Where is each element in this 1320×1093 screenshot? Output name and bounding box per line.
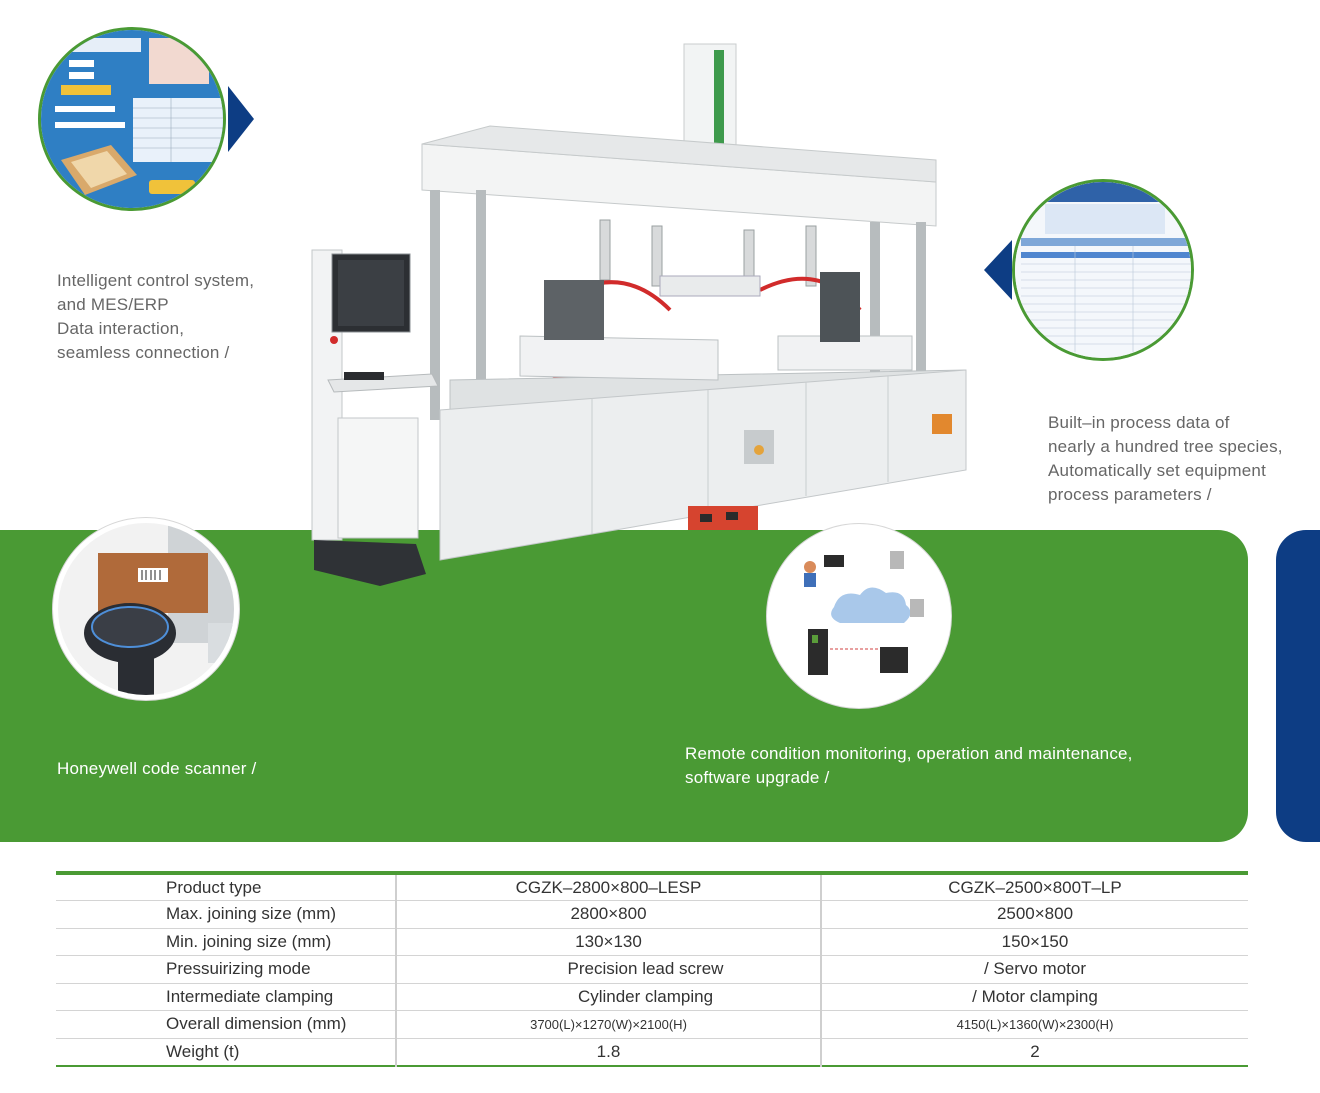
feature-line: Built–in process data of	[1048, 413, 1230, 432]
feature-line: Honeywell code scanner /	[57, 759, 257, 778]
spec-value-model-a: CGZK–2800×800–LESP	[396, 873, 822, 901]
spec-value-model-a: 2800×800	[396, 900, 822, 929]
spec-value-model-b: 4150(L)×1360(W)×2300(H)	[821, 1010, 1248, 1039]
table-row: Product type CGZK–2800×800–LESP CGZK–250…	[56, 873, 1248, 901]
feature-line: seamless connection /	[57, 343, 230, 362]
side-navy-tab	[1276, 530, 1320, 842]
feature-remote-text: Remote condition monitoring, operation a…	[685, 742, 1133, 790]
spec-value-model-a: 1.8	[396, 1038, 822, 1066]
feature-scanner-text: Honeywell code scanner /	[57, 757, 256, 781]
pointer-arrow-control	[228, 86, 254, 152]
spec-value-model-a: Cylinder clamping	[396, 983, 822, 1011]
control-screen-thumbnail	[38, 27, 226, 211]
spec-label: Weight (t)	[56, 1038, 397, 1066]
process-data-thumbnail	[1012, 179, 1194, 361]
spec-value-model-b: / Servo motor	[821, 955, 1248, 984]
spec-value-model-a: Precision lead screw	[396, 955, 822, 984]
spec-label: Intermediate clamping	[56, 983, 397, 1011]
feature-line: Intelligent control system,	[57, 271, 255, 290]
feature-line: and MES/ERP	[57, 295, 169, 314]
remote-monitoring-thumbnail	[767, 524, 951, 708]
spec-label: Pressuirizing mode	[56, 955, 397, 984]
specifications-table: Product type CGZK–2800×800–LESP CGZK–250…	[56, 871, 1248, 1067]
table-row: Intermediate clamping Cylinder clamping …	[56, 983, 1248, 1011]
feature-line: Automatically set equipment	[1048, 461, 1267, 480]
spec-label: Product type	[56, 873, 397, 901]
table-row: Overall dimension (mm) 3700(L)×1270(W)×2…	[56, 1010, 1248, 1039]
feature-control-system-text: Intelligent control system, and MES/ERP …	[57, 269, 254, 365]
spec-label: Max. joining size (mm)	[56, 900, 397, 929]
frame-assembly-machine-image	[311, 43, 967, 586]
spec-value-model-b: CGZK–2500×800T–LP	[821, 873, 1248, 901]
feature-line: software upgrade /	[685, 768, 830, 787]
spec-value-model-a: 130×130	[396, 928, 822, 956]
table-row: Pressuirizing mode Precision lead screw …	[56, 955, 1248, 984]
feature-line: Data interaction,	[57, 319, 185, 338]
code-scanner-thumbnail	[53, 518, 239, 700]
feature-line: Remote condition monitoring, operation a…	[685, 744, 1133, 763]
table-row: Min. joining size (mm) 130×130 150×150	[56, 928, 1248, 956]
spec-label: Min. joining size (mm)	[56, 928, 397, 956]
spec-value-model-b: / Motor clamping	[821, 983, 1248, 1011]
feature-process-data-text: Built–in process data of nearly a hundre…	[1048, 411, 1283, 507]
spec-value-model-b: 150×150	[821, 928, 1248, 956]
spec-label: Overall dimension (mm)	[56, 1010, 397, 1039]
spec-value-model-b: 2500×800	[821, 900, 1248, 929]
table-row: Max. joining size (mm) 2800×800 2500×800	[56, 900, 1248, 929]
spec-value-model-a: 3700(L)×1270(W)×2100(H)	[396, 1010, 822, 1039]
pointer-arrow-process-data	[984, 240, 1012, 300]
feature-line: nearly a hundred tree species,	[1048, 437, 1283, 456]
table-row: Weight (t) 1.8 2	[56, 1038, 1248, 1066]
feature-line: process parameters /	[1048, 485, 1212, 504]
spec-value-model-b: 2	[1030, 1041, 1040, 1061]
